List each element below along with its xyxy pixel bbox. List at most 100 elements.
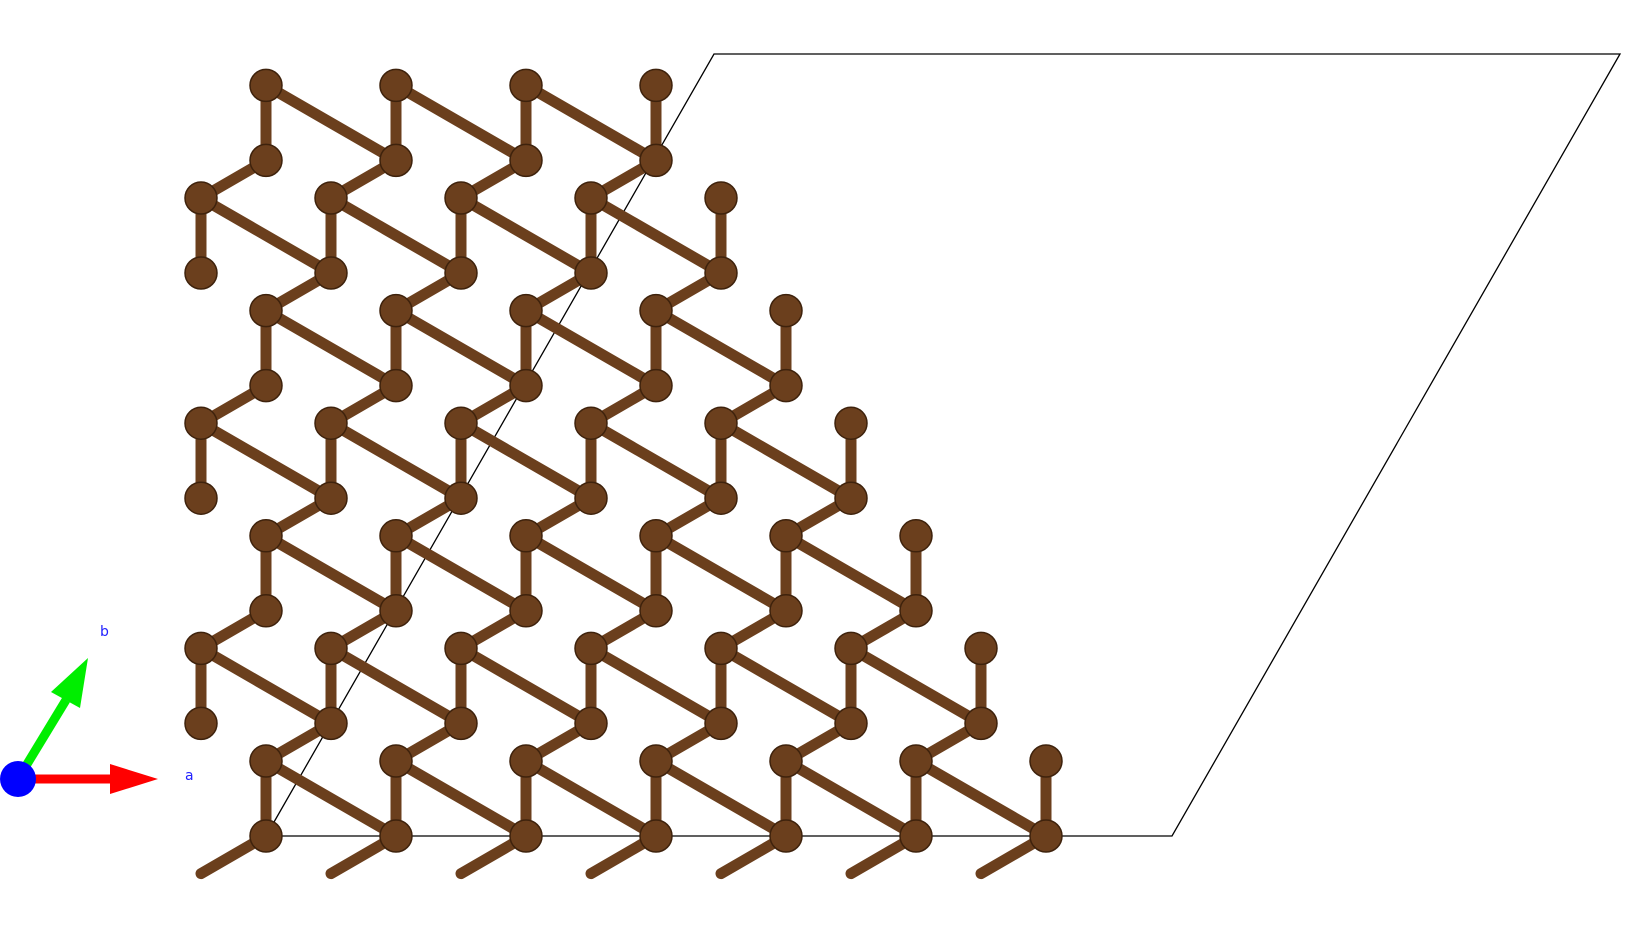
carbon-atom[interactable] [509,143,543,178]
bond [650,755,792,842]
bond [390,755,532,842]
a-axis-arrowhead [110,764,158,794]
carbon-atom[interactable] [249,744,283,778]
carbon-atom[interactable] [769,519,803,553]
carbon-atom[interactable] [314,181,348,215]
carbon-atom[interactable] [769,744,803,778]
carbon-atom[interactable] [249,68,283,103]
carbon-atom[interactable] [899,519,933,553]
carbon-atom[interactable] [249,519,283,553]
carbon-atom[interactable] [574,256,608,290]
carbon-atom[interactable] [639,594,673,628]
carbon-atom[interactable] [964,631,998,666]
carbon-atom[interactable] [444,706,478,741]
carbon-atom[interactable] [769,293,803,328]
carbon-atom[interactable] [314,256,348,290]
carbon-atom[interactable] [834,406,868,440]
carbon-atom[interactable] [1029,819,1063,853]
bond [195,192,337,279]
carbon-atom[interactable] [379,68,413,103]
carbon-atom[interactable] [704,631,738,666]
carbon-atom[interactable] [184,631,218,666]
bond [585,417,727,504]
bond [455,417,597,504]
carbon-atom[interactable] [314,631,348,666]
carbon-atom[interactable] [249,293,283,328]
carbon-atom[interactable] [509,744,543,778]
carbon-atom[interactable] [379,143,413,178]
carbon-atom[interactable] [639,143,673,178]
carbon-atom[interactable] [509,368,543,403]
bond [260,755,402,842]
carbon-atom[interactable] [899,594,933,628]
b-axis-arrowhead [51,658,88,708]
bond [325,192,467,279]
carbon-atom[interactable] [1029,744,1063,778]
carbon-atom[interactable] [379,519,413,553]
carbon-atom[interactable] [704,406,738,440]
carbon-atom[interactable] [444,406,478,440]
carbon-atom[interactable] [444,631,478,666]
carbon-atom[interactable] [184,706,218,741]
carbon-atom[interactable] [769,819,803,853]
bond [585,192,727,279]
carbon-atom[interactable] [704,181,738,215]
carbon-atom[interactable] [184,181,218,215]
carbon-atom[interactable] [249,143,283,178]
carbon-atom[interactable] [574,631,608,666]
carbon-atom[interactable] [509,819,543,853]
carbon-atom[interactable] [314,481,348,515]
carbon-atom[interactable] [639,744,673,778]
bond [260,79,402,166]
carbon-atom[interactable] [509,519,543,553]
bond [325,417,467,504]
carbon-atom[interactable] [249,819,283,853]
carbon-atom[interactable] [639,68,673,103]
carbon-atom[interactable] [639,819,673,853]
bond [195,642,337,729]
carbon-atom[interactable] [834,481,868,515]
bond [390,79,532,166]
carbon-atom[interactable] [899,819,933,853]
carbon-atom[interactable] [834,706,868,741]
carbon-atom[interactable] [379,819,413,853]
unit-cell-outline [264,53,1622,837]
carbon-atom[interactable] [834,631,868,666]
carbon-atom[interactable] [184,406,218,440]
carbon-atom[interactable] [444,481,478,515]
carbon-atom[interactable] [184,256,218,290]
bond [520,305,662,392]
carbon-atom[interactable] [769,594,803,628]
carbon-atom[interactable] [314,706,348,741]
carbon-atom[interactable] [249,594,283,628]
bond [910,755,1052,842]
carbon-atom[interactable] [184,481,218,515]
carbon-atom[interactable] [509,293,543,328]
carbon-atom[interactable] [899,744,933,778]
carbon-atom[interactable] [379,293,413,328]
carbon-atom[interactable] [574,406,608,440]
carbon-atom[interactable] [704,481,738,515]
carbon-atom[interactable] [574,181,608,215]
carbon-atom[interactable] [314,406,348,440]
carbon-atom[interactable] [704,706,738,741]
carbon-atom[interactable] [379,368,413,403]
carbon-atom[interactable] [379,744,413,778]
carbon-atom[interactable] [574,481,608,515]
carbon-atom[interactable] [964,706,998,741]
carbon-atom[interactable] [444,256,478,290]
carbon-atom[interactable] [574,706,608,741]
carbon-atom[interactable] [509,594,543,628]
carbon-atom[interactable] [379,594,413,628]
carbon-atom[interactable] [249,368,283,403]
bond [390,305,532,392]
carbon-atom[interactable] [509,68,543,103]
carbon-atom[interactable] [639,368,673,403]
carbon-atom[interactable] [769,368,803,403]
carbon-atom[interactable] [704,256,738,290]
bond [715,642,857,729]
carbon-atom[interactable] [639,519,673,553]
carbon-atom[interactable] [639,293,673,328]
carbon-atom[interactable] [444,181,478,215]
